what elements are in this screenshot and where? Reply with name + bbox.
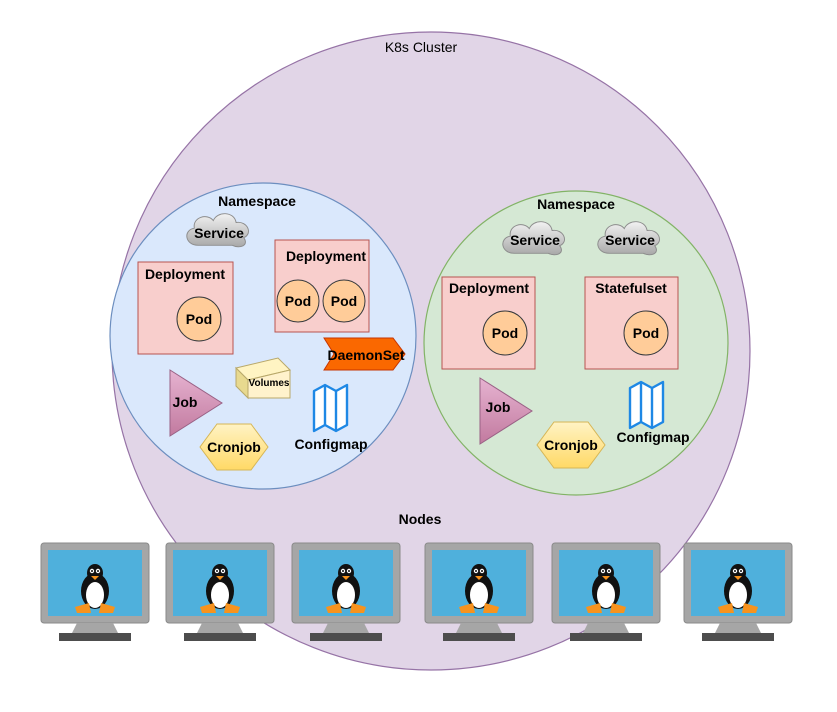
- cronjob-right: Cronjob: [536, 421, 606, 469]
- service-right-1-label: Service: [510, 232, 560, 248]
- volumes-label: Volumes: [249, 378, 290, 389]
- service-left-label: Service: [194, 225, 244, 241]
- configmap-right-label: Configmap: [616, 429, 689, 445]
- deployment-right-title: Deployment: [449, 280, 529, 296]
- nodes-title: Nodes: [399, 511, 442, 527]
- linux-monitor-icon: [683, 542, 793, 642]
- service-right-2: Service: [597, 221, 660, 256]
- cluster-title: K8s Cluster: [385, 39, 458, 55]
- namespace-right: Namespace Service Service Deployment Pod…: [423, 190, 729, 496]
- pod-label: Pod: [492, 325, 518, 341]
- pod: [623, 310, 669, 356]
- job-left: Job: [169, 369, 223, 437]
- configmap-icon: [312, 383, 349, 433]
- daemonset: DaemonSet: [323, 337, 406, 371]
- job-left-label: Job: [173, 394, 198, 410]
- service-right-2-label: Service: [605, 232, 655, 248]
- service-right-1: Service: [502, 221, 565, 256]
- cronjob-left: Cronjob: [199, 423, 269, 471]
- pod-label: Pod: [285, 293, 311, 309]
- configmap-icon: [628, 380, 665, 430]
- volumes: Volumes: [235, 357, 291, 400]
- cronjob-left-label: Cronjob: [207, 439, 261, 455]
- deployment-left-2: Deployment Pod Pod: [274, 239, 370, 333]
- deployment-left-1: Deployment Pod: [137, 261, 234, 355]
- linux-monitor-icon: [165, 542, 275, 642]
- deployment-left-1-title: Deployment: [145, 266, 225, 282]
- daemonset-label: DaemonSet: [327, 347, 404, 363]
- statefulset: Statefulset Pod: [584, 276, 679, 370]
- linux-monitor-icon: [40, 542, 150, 642]
- cronjob-right-label: Cronjob: [544, 437, 598, 453]
- job-right-label: Job: [486, 399, 511, 415]
- service-left: Service: [186, 213, 249, 248]
- namespace-left-title: Namespace: [218, 193, 296, 209]
- pod-label: Pod: [331, 293, 357, 309]
- pod-label: Pod: [186, 311, 212, 327]
- pod: [482, 310, 528, 356]
- pod-label: Pod: [633, 325, 659, 341]
- configmap-left: Configmap: [294, 383, 368, 452]
- statefulset-title: Statefulset: [595, 280, 667, 296]
- deployment-right: Deployment Pod: [441, 276, 536, 370]
- namespace-left: Namespace Service Deployment Pod Deploym…: [109, 182, 417, 490]
- configmap-right: Configmap: [616, 380, 690, 445]
- pod: [322, 279, 366, 323]
- pod: [276, 279, 320, 323]
- configmap-left-label: Configmap: [294, 436, 367, 452]
- pod: [176, 296, 222, 342]
- namespace-right-title: Namespace: [537, 196, 615, 212]
- deployment-left-2-title: Deployment: [286, 248, 366, 264]
- job-right: Job: [479, 377, 533, 445]
